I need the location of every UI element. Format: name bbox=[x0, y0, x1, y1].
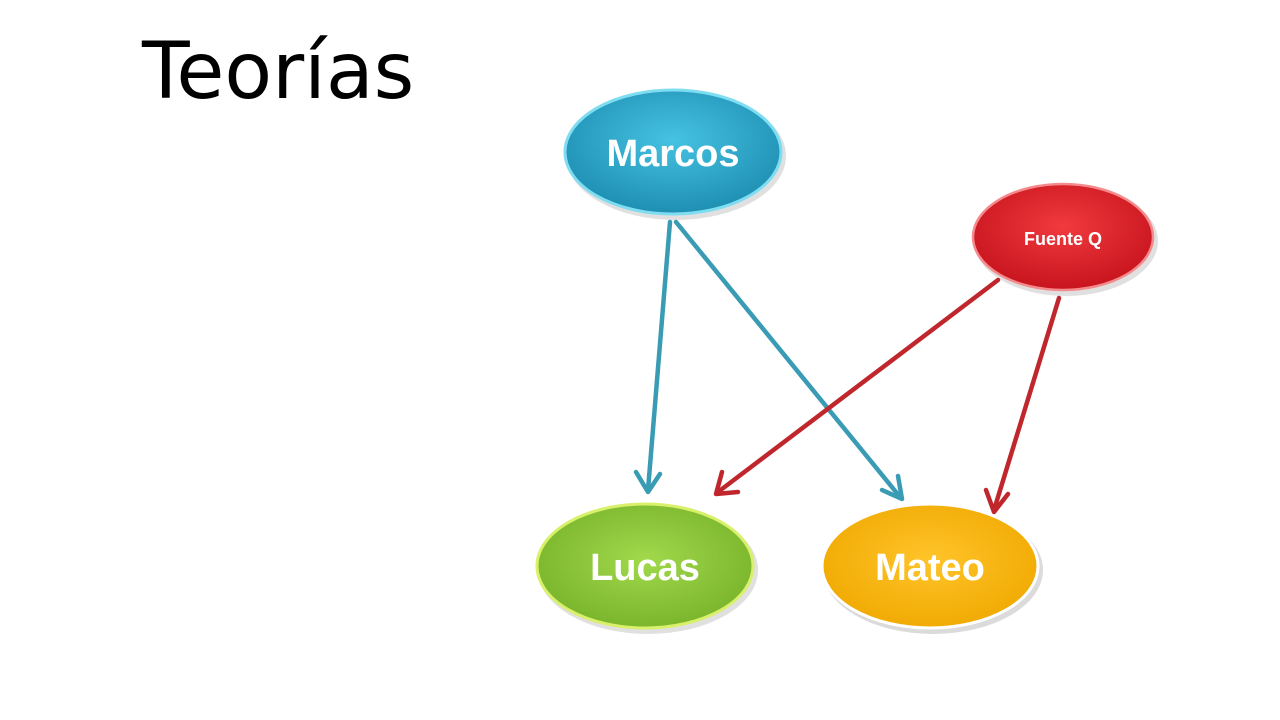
arrowhead-icon bbox=[879, 473, 905, 502]
edge-marcos-mateo bbox=[673, 219, 905, 502]
node-mateo-label: Mateo bbox=[875, 547, 985, 589]
edge-fuente-mateo bbox=[983, 295, 1062, 515]
node-lucas: Lucas bbox=[535, 502, 758, 634]
edge-marcos-lucas bbox=[633, 219, 673, 495]
node-fuente-q-label: Fuente Q bbox=[1024, 229, 1102, 249]
node-marcos-label: Marcos bbox=[606, 133, 739, 175]
node-fuente-q: Fuente Q bbox=[971, 182, 1158, 296]
arrowhead-icon bbox=[983, 487, 1011, 515]
arrowhead-icon bbox=[713, 469, 741, 497]
node-marcos: Marcos bbox=[563, 88, 786, 220]
arrowhead-icon bbox=[633, 469, 663, 495]
edge-fuente-lucas bbox=[713, 277, 1001, 497]
node-lucas-label: Lucas bbox=[590, 547, 700, 589]
node-mateo: Mateo bbox=[820, 502, 1043, 634]
slide-title: Teorías bbox=[142, 27, 415, 117]
